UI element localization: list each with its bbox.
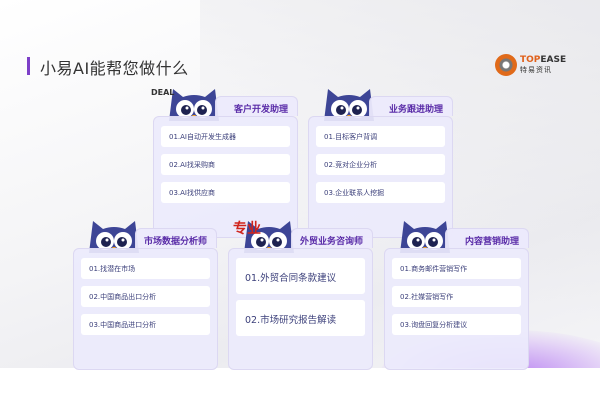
assistant-card: 01.外贸合同条款建议 02.市场研究报告解读 xyxy=(228,248,373,370)
feature-item[interactable]: 01.找潜在市场 xyxy=(81,258,210,279)
owl-mascot-icon xyxy=(396,217,454,257)
logo-text-cn: 特易资讯 xyxy=(520,66,552,74)
owl-mascot-icon xyxy=(165,85,223,125)
assistant-card: 01.商务邮件营销写作 02.社媒营销写作 03.询盘回复分析建议 xyxy=(384,248,529,370)
feature-item[interactable]: 03.AI找供应商 xyxy=(161,182,290,203)
card-title-tab: 外贸业务咨询师 xyxy=(291,228,373,248)
card-title-tab: 内容营销助理 xyxy=(445,228,529,248)
logo-ring-icon xyxy=(495,54,517,76)
card-title-tab: 业务跟进助理 xyxy=(369,96,453,116)
assistant-card: 01.AI自动开发生成器 02.AI找采购商 03.AI找供应商 xyxy=(153,116,298,238)
page-title: 小易AI能帮您做什么 xyxy=(40,59,189,78)
feature-item[interactable]: 03.询盘回复分析建议 xyxy=(392,314,521,335)
assistant-card: 01.找潜在市场 02.中国商品出口分析 03.中国商品进口分析 xyxy=(73,248,218,370)
feature-item[interactable]: 02.AI找采购商 xyxy=(161,154,290,175)
topease-logo: TOPEASE 特易资讯 xyxy=(495,54,566,76)
feature-item[interactable]: 03.中国商品进口分析 xyxy=(81,314,210,335)
owl-mascot-icon xyxy=(240,217,298,257)
pro-decor-text: 专业 xyxy=(233,221,261,237)
owl-mascot-icon xyxy=(320,85,378,125)
bottom-band xyxy=(0,368,600,400)
title-accent-bar xyxy=(27,57,30,75)
logo-text-ease: EASE xyxy=(540,55,567,65)
logo-text-top: TOP xyxy=(520,55,541,65)
feature-item[interactable]: 02.中国商品出口分析 xyxy=(81,286,210,307)
feature-item[interactable]: 01.商务邮件营销写作 xyxy=(392,258,521,279)
feature-item[interactable]: 03.企业联系人挖掘 xyxy=(316,182,445,203)
card-title-tab: 客户开发助理 xyxy=(215,96,298,116)
deal-decor-text: DEAL xyxy=(151,88,175,97)
feature-item[interactable]: 01.目标客户背调 xyxy=(316,126,445,147)
feature-item[interactable]: 02.竞对企业分析 xyxy=(316,154,445,175)
feature-item[interactable]: 02.社媒营销写作 xyxy=(392,286,521,307)
card-title-tab: 市场数据分析师 xyxy=(135,228,217,248)
owl-mascot-icon xyxy=(85,217,143,257)
feature-item[interactable]: 02.市场研究报告解读 xyxy=(236,300,365,336)
feature-item[interactable]: 01.AI自动开发生成器 xyxy=(161,126,290,147)
feature-item[interactable]: 01.外贸合同条款建议 xyxy=(236,258,365,294)
assistant-card: 01.目标客户背调 02.竞对企业分析 03.企业联系人挖掘 xyxy=(308,116,453,238)
